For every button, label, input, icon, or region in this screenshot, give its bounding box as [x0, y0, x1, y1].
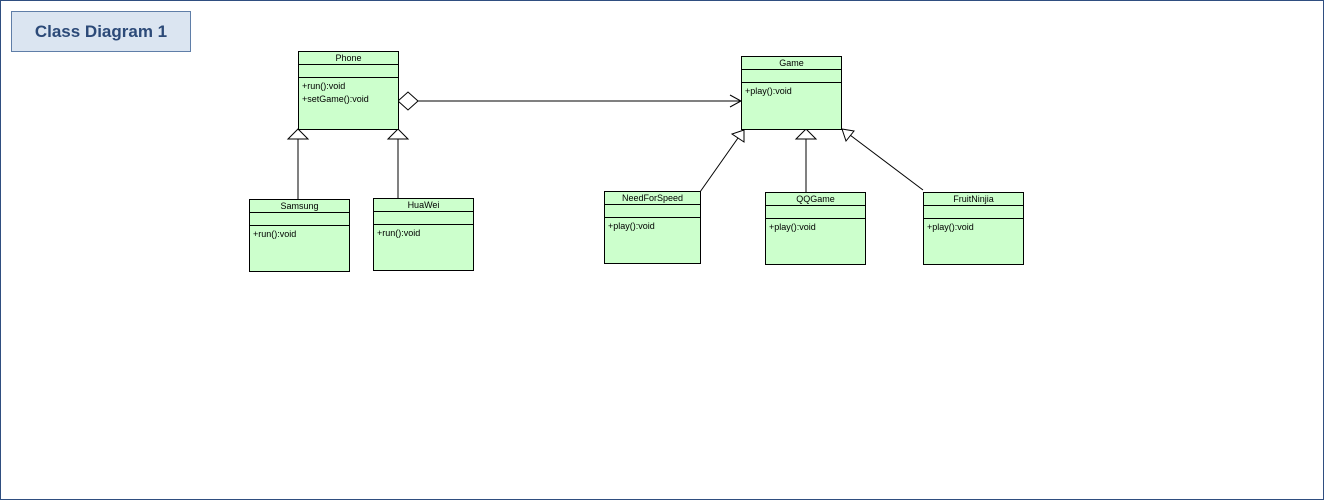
- class-name: HuaWei: [374, 199, 473, 212]
- class-operations: +play():void: [766, 219, 865, 236]
- class-attributes: [766, 206, 865, 219]
- class-operations: +play():void: [924, 219, 1023, 236]
- operation: +play():void: [745, 86, 792, 96]
- class-needforspeed[interactable]: NeedForSpeed +play():void: [604, 191, 701, 264]
- class-name: QQGame: [766, 193, 865, 206]
- class-fruitninjia[interactable]: FruitNinjia +play():void: [923, 192, 1024, 265]
- class-name: FruitNinjia: [924, 193, 1023, 206]
- diagram-title-tab[interactable]: Class Diagram 1: [11, 11, 191, 52]
- diagram-title: Class Diagram 1: [34, 21, 168, 41]
- class-operations: +run():void: [250, 226, 349, 243]
- class-attributes: [299, 65, 398, 78]
- operation: +run():void: [302, 81, 346, 91]
- operation: +play():void: [769, 222, 816, 232]
- class-operations: +run():void +setGame():void: [299, 78, 398, 108]
- class-qqgame[interactable]: QQGame +play():void: [765, 192, 866, 265]
- class-phone[interactable]: Phone +run():void +setGame():void: [298, 51, 399, 130]
- class-attributes: [250, 213, 349, 226]
- class-game[interactable]: Game +play():void: [741, 56, 842, 130]
- class-name: Phone: [299, 52, 398, 65]
- class-operations: +run():void: [374, 225, 473, 242]
- class-operations: +play():void: [605, 218, 700, 235]
- class-attributes: [374, 212, 473, 225]
- class-huawei[interactable]: HuaWei +run():void: [373, 198, 474, 271]
- generalization-huawei-phone[interactable]: [386, 128, 410, 198]
- generalization-samsung-phone[interactable]: [286, 128, 310, 199]
- generalization-qqgame-game[interactable]: [794, 128, 818, 192]
- class-attributes: [742, 70, 841, 83]
- operation: +setGame():void: [302, 94, 369, 104]
- generalization-fruitninjia-game[interactable]: [841, 128, 924, 191]
- operation: +run():void: [377, 228, 421, 238]
- class-name: Samsung: [250, 200, 349, 213]
- aggregation-phone-game[interactable]: [397, 91, 743, 111]
- operation: +run():void: [253, 229, 297, 239]
- class-attributes: [924, 206, 1023, 219]
- operation: +play():void: [608, 221, 655, 231]
- operation: +play():void: [927, 222, 974, 232]
- generalization-needforspeed-game[interactable]: [699, 129, 745, 193]
- class-name: NeedForSpeed: [605, 192, 700, 205]
- class-attributes: [605, 205, 700, 218]
- class-operations: +play():void: [742, 83, 841, 100]
- class-name: Game: [742, 57, 841, 70]
- class-samsung[interactable]: Samsung +run():void: [249, 199, 350, 272]
